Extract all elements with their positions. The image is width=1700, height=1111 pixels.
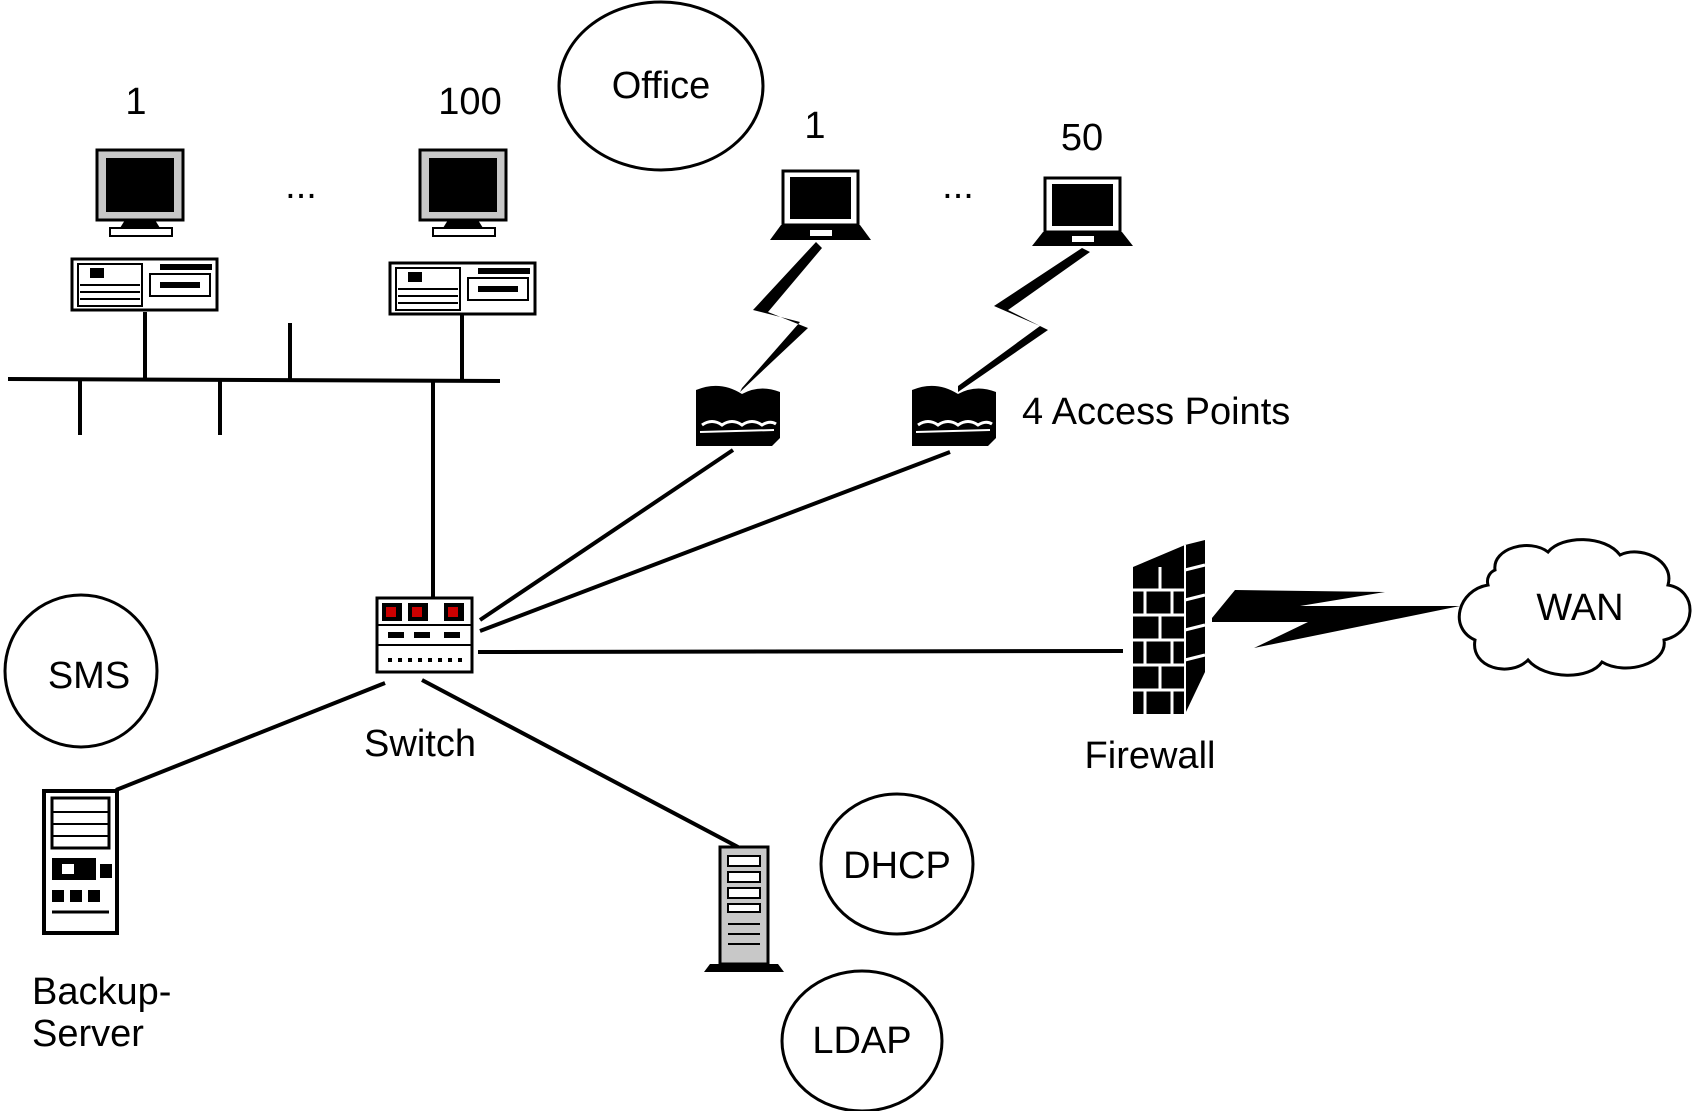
lightning-bolt-icon bbox=[1212, 590, 1460, 648]
firewall-label: Firewall bbox=[1085, 735, 1216, 777]
connections bbox=[7, 312, 1124, 849]
cloud-icon bbox=[1457, 538, 1692, 677]
lightning-bolt-icon bbox=[958, 248, 1090, 392]
office-label: Office bbox=[612, 65, 711, 107]
lan-bus bbox=[7, 377, 501, 383]
backup-server-label-line2: Server bbox=[32, 1013, 144, 1055]
dhcp-label: DHCP bbox=[843, 845, 951, 887]
network-switch-icon bbox=[375, 596, 474, 674]
central-server bbox=[704, 845, 784, 972]
ldap-label: LDAP bbox=[812, 1020, 911, 1062]
access-point-1 bbox=[696, 385, 780, 446]
sms-node: SMS bbox=[3, 593, 159, 749]
access-point-2 bbox=[912, 385, 996, 446]
dhcp-ellipse bbox=[819, 792, 975, 936]
laptop-icon bbox=[770, 169, 871, 240]
laptop-ellipsis: ... bbox=[942, 165, 974, 207]
wan-label: WAN bbox=[1536, 587, 1623, 629]
sms-ellipse bbox=[3, 593, 159, 749]
sms-label: SMS bbox=[48, 655, 130, 697]
switch-label: Switch bbox=[364, 723, 476, 765]
workstation-1: 1 bbox=[70, 81, 219, 312]
workstation-last-label: 100 bbox=[438, 81, 501, 123]
backup-server-node: Backup- Server bbox=[32, 789, 171, 1055]
desktop-computer-icon bbox=[388, 148, 537, 316]
workstation-100: 100 bbox=[388, 81, 537, 316]
laptop-icon bbox=[1032, 176, 1133, 246]
firewall-node: Firewall bbox=[1085, 540, 1216, 777]
firewall-icon bbox=[1133, 540, 1206, 714]
tower-server-icon bbox=[704, 845, 784, 972]
link-switch-ap1 bbox=[478, 448, 735, 622]
workstation-first-label: 1 bbox=[125, 81, 146, 123]
link-switch-backup bbox=[115, 681, 386, 792]
laptop-1: 1 bbox=[770, 105, 871, 240]
laptop-last-label: 50 bbox=[1061, 117, 1103, 159]
dhcp-node: DHCP bbox=[819, 792, 975, 936]
access-point-icon bbox=[696, 385, 780, 446]
tower-server-icon bbox=[42, 789, 119, 935]
access-point-icon bbox=[912, 385, 996, 446]
office-ellipse bbox=[557, 0, 765, 172]
laptop-first-label: 1 bbox=[804, 105, 825, 147]
link-switch-firewall bbox=[477, 649, 1124, 654]
desktop-computer-icon bbox=[70, 148, 219, 312]
link-switch-server bbox=[421, 678, 739, 849]
office-node: Office bbox=[557, 0, 765, 172]
link-switch-ap2 bbox=[479, 450, 951, 633]
wan-node: WAN bbox=[1457, 538, 1692, 677]
laptop-50: 50 bbox=[1032, 117, 1133, 246]
access-points-label: 4 Access Points bbox=[1022, 391, 1290, 433]
ldap-node: LDAP bbox=[780, 969, 944, 1111]
workstation-ellipsis: ... bbox=[285, 165, 317, 207]
backup-server-label-line1: Backup- bbox=[32, 971, 171, 1013]
lightning-bolt-icon bbox=[740, 242, 822, 392]
ldap-ellipse bbox=[780, 969, 944, 1111]
switch-node: Switch bbox=[364, 596, 476, 765]
